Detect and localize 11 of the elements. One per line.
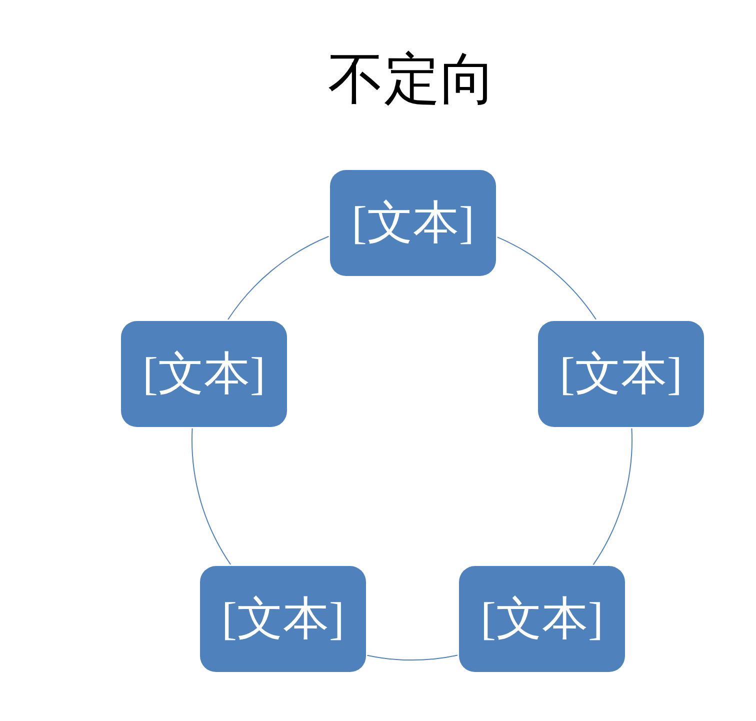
process-box: [文本] <box>459 566 625 672</box>
process-box: [文本] <box>538 321 704 427</box>
connector-arc <box>496 236 596 320</box>
connector-arc <box>592 428 632 566</box>
connector-arc <box>366 654 458 660</box>
connector-arc <box>228 236 330 320</box>
process-box: [文本] <box>330 170 496 276</box>
process-box: [文本] <box>200 566 366 672</box>
connector-arc <box>192 428 232 565</box>
diagram-title: 不定向 <box>327 48 497 112</box>
process-box: [文本] <box>121 321 287 427</box>
